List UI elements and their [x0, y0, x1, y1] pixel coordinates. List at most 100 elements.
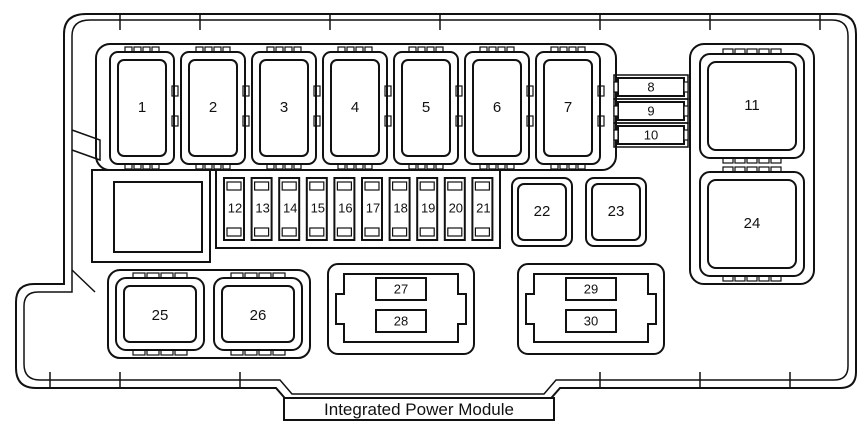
terminal-tooth [770, 48, 782, 55]
terminal-tooth [146, 349, 160, 356]
large-fuse-label: 6 [493, 99, 501, 116]
terminal-tooth [722, 166, 734, 173]
rim-ticks [49, 14, 821, 388]
large-fuse-slot-6[interactable]: 6 [464, 46, 534, 170]
terminal-tooth [559, 46, 568, 53]
terminal-tooth [275, 46, 284, 53]
large-fuse-label: 2 [209, 99, 217, 116]
blade-fuse-slot-28[interactable]: 28 [375, 309, 427, 333]
mini-fuse-slot-20[interactable]: 20 [443, 177, 466, 241]
relay-label: 24 [744, 215, 761, 232]
terminal-tooth [355, 46, 364, 53]
large-fuse-label: 1 [138, 99, 146, 116]
mini-fuse-carrier [215, 169, 501, 249]
mini-fuse-label: 14 [283, 200, 297, 215]
mini-fuse-slot-19[interactable]: 19 [416, 177, 439, 241]
terminal-tooth [770, 157, 782, 164]
terminal-tooth [284, 46, 293, 53]
title-frame [283, 397, 555, 421]
terminal-tooth [734, 275, 746, 282]
terminal-tooth [746, 48, 758, 55]
terminal-tooth [272, 349, 286, 356]
terminal-tooth [577, 163, 586, 170]
large-fuse-label: 5 [422, 99, 430, 116]
blade-fuse-label: 27 [394, 281, 408, 296]
terminal-tooth [758, 166, 770, 173]
small-fuse-slot-9[interactable]: 9 [613, 98, 689, 124]
mini-fuse-label: 16 [338, 200, 352, 215]
square-relay-label: 23 [608, 203, 625, 220]
mini-fuse-slot-17[interactable]: 17 [361, 177, 383, 241]
terminal-tooth [435, 46, 444, 53]
small-fuse-slot-10[interactable]: 10 [613, 122, 689, 148]
terminal-tooth [151, 46, 160, 53]
relay-label: 11 [744, 97, 760, 114]
blade-fuse-slot-30[interactable]: 30 [565, 309, 617, 333]
terminal-tooth [497, 46, 506, 53]
square-relay-slot-22[interactable]: 22 [511, 177, 573, 247]
terminal-tooth [746, 166, 758, 173]
large-fuse-slot-4[interactable]: 4 [322, 46, 392, 170]
terminal-tooth [550, 163, 559, 170]
diagram-title: Integrated Power Module [324, 400, 514, 419]
terminal-tooth [568, 163, 577, 170]
housing-inner-outline [23, 19, 849, 395]
mini-fuse-label: 20 [449, 200, 463, 215]
empty-socket [113, 181, 203, 253]
mini-fuse-slot-18[interactable]: 18 [388, 177, 411, 241]
terminal-tooth [337, 46, 346, 53]
terminal-tooth [758, 48, 770, 55]
mini-fuse-slot-21[interactable]: 21 [471, 177, 494, 241]
mini-fuse-slot-15[interactable]: 15 [305, 177, 328, 241]
terminal-tooth [550, 46, 559, 53]
lower-relay-slot-26[interactable]: 26 [213, 272, 303, 356]
mini-fuse-label: 17 [366, 200, 380, 215]
mini-fuse-slot-13[interactable]: 13 [250, 177, 273, 241]
mini-fuse-label: 21 [476, 200, 490, 215]
terminal-tooth [258, 349, 272, 356]
terminal-tooth [258, 272, 272, 279]
large-fuse-slot-3[interactable]: 3 [251, 46, 321, 170]
terminal-tooth [497, 163, 506, 170]
terminal-tooth [160, 272, 174, 279]
large-fuse-slot-1[interactable]: 1 [109, 46, 179, 170]
terminal-tooth [488, 46, 497, 53]
large-fuse-label: 7 [564, 99, 572, 116]
terminal-tooth [770, 275, 782, 282]
blade-fuse-slot-27[interactable]: 27 [375, 277, 427, 301]
terminal-tooth [244, 272, 258, 279]
small-fuse-label: 10 [644, 127, 658, 142]
large-fuse-slot-5[interactable]: 5 [393, 46, 463, 170]
terminal-tooth [408, 46, 417, 53]
square-relay-label: 22 [534, 203, 551, 220]
large-fuse-slot-7[interactable]: 7 [535, 46, 605, 170]
fuse-block-29-30: 29 30 [517, 263, 665, 355]
terminal-tooth [195, 46, 204, 53]
blade-fuse-slot-29[interactable]: 29 [565, 277, 617, 301]
terminal-tooth [426, 46, 435, 53]
terminal-tooth [132, 349, 146, 356]
left-corner-wedge [71, 269, 96, 293]
relay-slot-24[interactable]: 24 [699, 166, 805, 282]
small-fuse-label: 9 [647, 103, 654, 118]
terminal-tooth [364, 46, 373, 53]
terminal-tooth [230, 272, 244, 279]
terminal-tooth [272, 272, 286, 279]
terminal-tooth [734, 157, 746, 164]
mini-fuse-slot-14[interactable]: 14 [278, 177, 301, 241]
terminal-tooth [417, 46, 426, 53]
large-fuse-slot-2[interactable]: 2 [180, 46, 250, 170]
terminal-tooth [746, 157, 758, 164]
mini-fuse-slot-12[interactable]: 12 [223, 177, 245, 241]
relay-slot-11[interactable]: 11 [699, 48, 805, 164]
terminal-tooth [746, 275, 758, 282]
mini-fuse-slot-16[interactable]: 16 [333, 177, 356, 241]
small-fuse-slot-8[interactable]: 8 [613, 74, 689, 100]
square-relay-slot-23[interactable]: 23 [585, 177, 647, 247]
lower-relay-slot-25[interactable]: 25 [115, 272, 205, 356]
blade-fuse-label: 30 [584, 313, 598, 328]
terminal-tooth [124, 46, 133, 53]
terminal-tooth [293, 46, 302, 53]
terminal-tooth [722, 48, 734, 55]
terminal-tooth [568, 46, 577, 53]
